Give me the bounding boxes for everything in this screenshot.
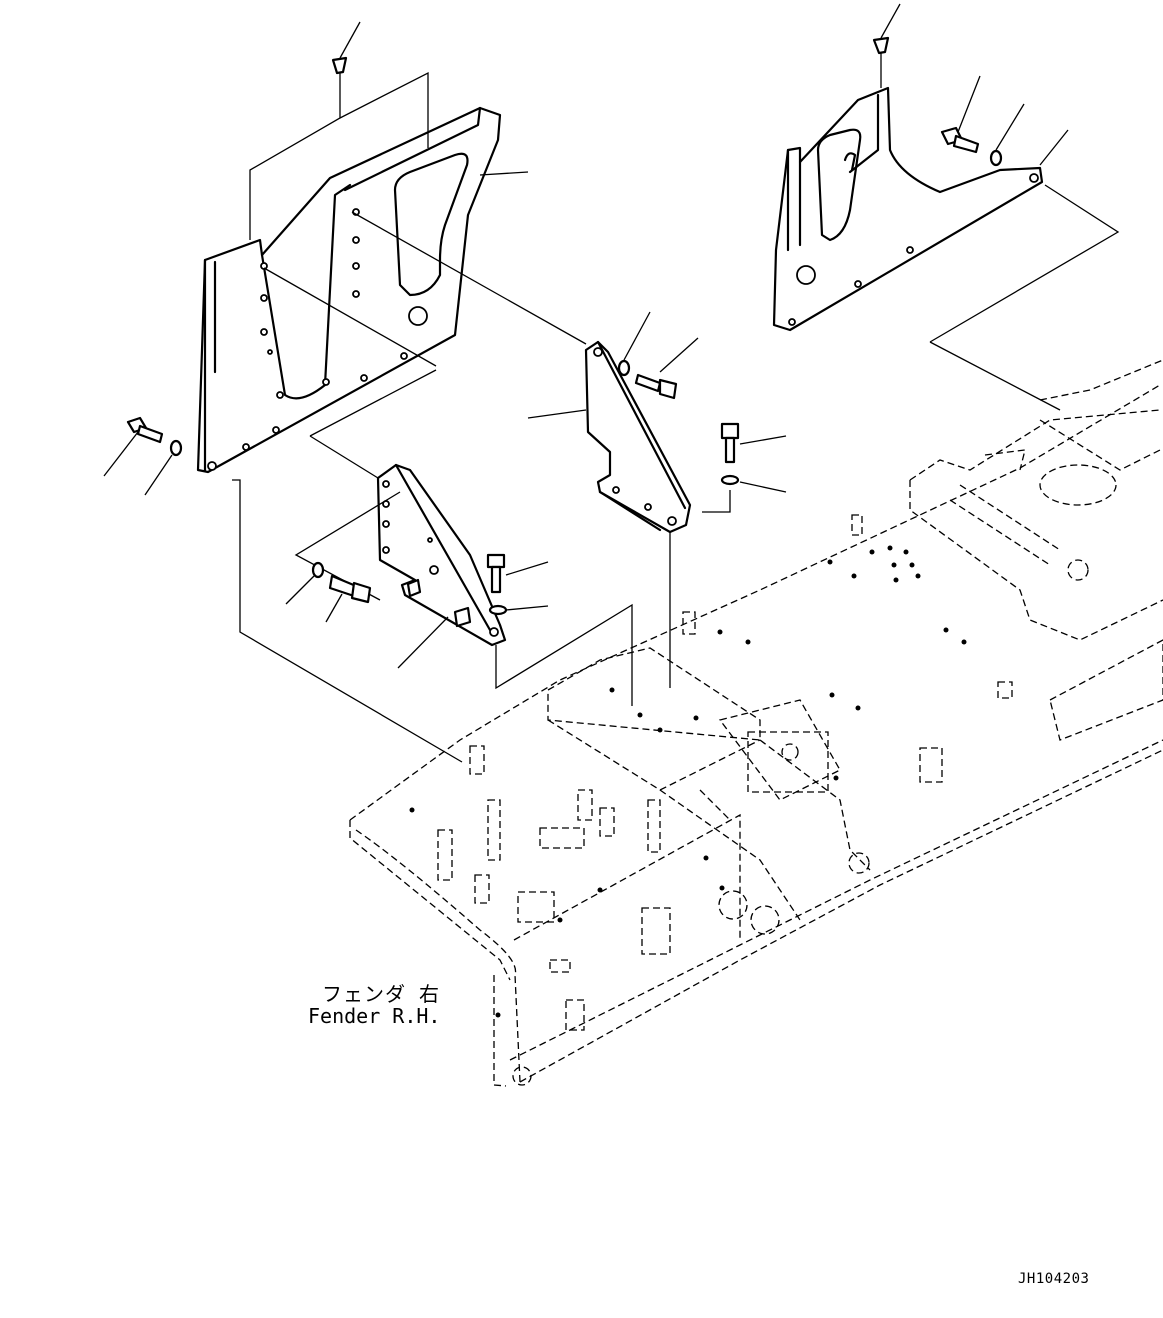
upper-right-plug xyxy=(872,3,1120,411)
left-bolt-washer xyxy=(103,416,183,496)
fender-label-japanese: フェンダ 右 xyxy=(322,982,441,1006)
fender-frame xyxy=(349,359,1163,1087)
upper-left-bracket xyxy=(196,106,502,474)
drawing-code: JH104203 xyxy=(1018,1271,1090,1287)
middle-right-bracket xyxy=(351,211,692,688)
upper-left-plug xyxy=(249,21,429,240)
lower-bolt-washer xyxy=(285,553,633,706)
lower-bracket xyxy=(294,369,507,669)
assembly-lines xyxy=(232,267,463,763)
middle-bolt-washer xyxy=(617,311,787,513)
leader-line xyxy=(479,171,529,176)
upper-right-bracket xyxy=(772,86,1044,332)
fender-label-english: Fender R.H. xyxy=(308,1004,441,1028)
upper-right-bolt-washer xyxy=(940,75,1069,167)
